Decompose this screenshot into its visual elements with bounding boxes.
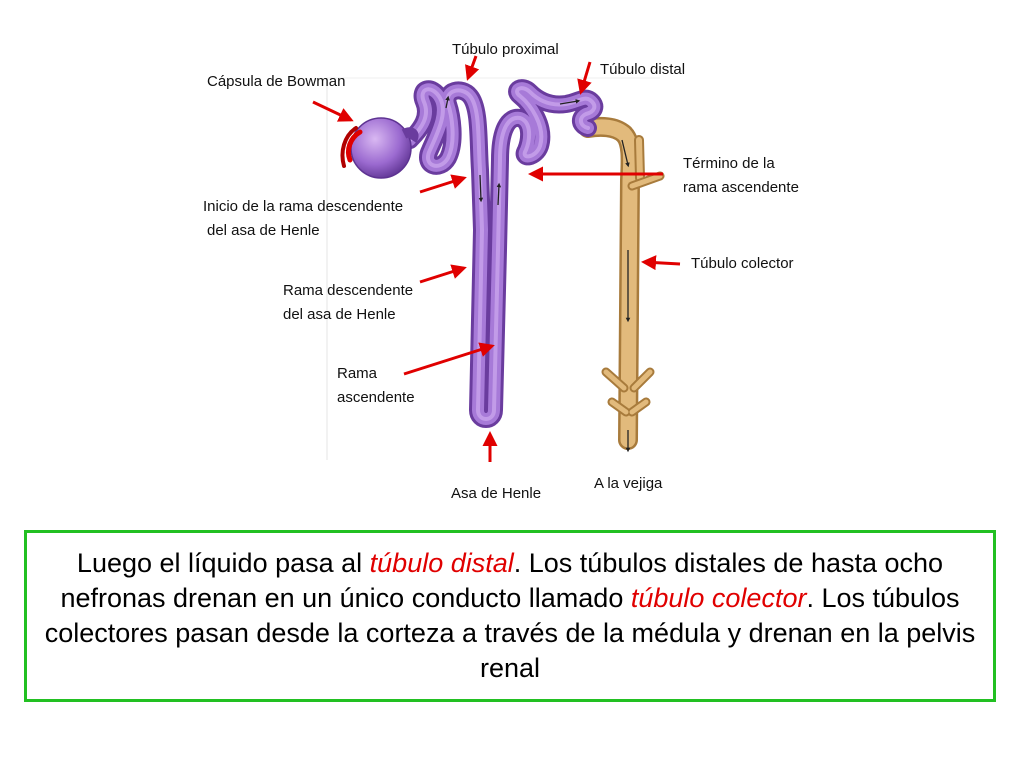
label-capsula-bowman: Cápsula de Bowman [207, 73, 346, 90]
label-asa-henle: Asa de Henle [451, 485, 542, 502]
label-rama-ascendente-line1: Rama [337, 365, 378, 382]
label-inicio-rama-line2: del asa de Henle [207, 222, 320, 239]
arrow-tubulo-proximal [465, 55, 480, 81]
label-tubulo-colector: Túbulo colector [691, 255, 794, 272]
arrow-capsula-bowman [312, 100, 354, 122]
caption-part-1: Luego el líquido pasa al [76, 548, 370, 578]
label-inicio-rama-line1: Inicio de la rama descendente [203, 198, 404, 215]
label-termino-rama: Término de la rama ascendente [683, 152, 799, 200]
arrow-tubulo-distal [577, 61, 592, 95]
label-rama-descendente-line1: Rama descendente [283, 282, 414, 299]
caption-text: Luego el líquido pasa al túbulo distal. … [35, 546, 985, 686]
arrow-tubulo-colector [641, 255, 681, 271]
label-termino-rama-line2: rama ascendente [683, 179, 799, 196]
label-rama-descendente: Rama descendente del asa de Henle [283, 279, 413, 327]
nephron-diagram [312, 55, 681, 462]
bowman-capsule [340, 117, 419, 179]
arrow-rama-descendente [419, 264, 467, 284]
caption-part-2: . Los túbulos distales de hasta ocho nef… [60, 548, 944, 613]
label-rama-ascendente-line2: ascendente [337, 389, 415, 406]
collecting-duct [578, 116, 665, 453]
highlight-tubulo-colector: túbulo colector [630, 583, 807, 613]
caption-box: Luego el líquido pasa al túbulo distal. … [24, 530, 996, 702]
label-rama-ascendente: Rama ascendente [337, 362, 415, 410]
label-rama-descendente-line2: del asa de Henle [283, 306, 396, 323]
label-termino-rama-line1: Término de la [683, 155, 775, 172]
highlight-tubulo-distal: túbulo distal [369, 548, 514, 578]
nephron-tubule [401, 79, 604, 428]
caption-part-3: . Los túbulos colectores pasan desde la … [44, 583, 976, 683]
label-tubulo-distal: Túbulo distal [600, 61, 686, 78]
arrow-inicio-rama [419, 174, 467, 194]
arrow-rama-ascendente [403, 342, 495, 376]
label-tubulo-proximal: Túbulo proximal [452, 41, 559, 58]
label-a-la-vejiga: A la vejiga [594, 475, 663, 492]
annotation-arrows [312, 55, 681, 462]
label-inicio-rama: Inicio de la rama descendente del asa de… [203, 195, 403, 243]
